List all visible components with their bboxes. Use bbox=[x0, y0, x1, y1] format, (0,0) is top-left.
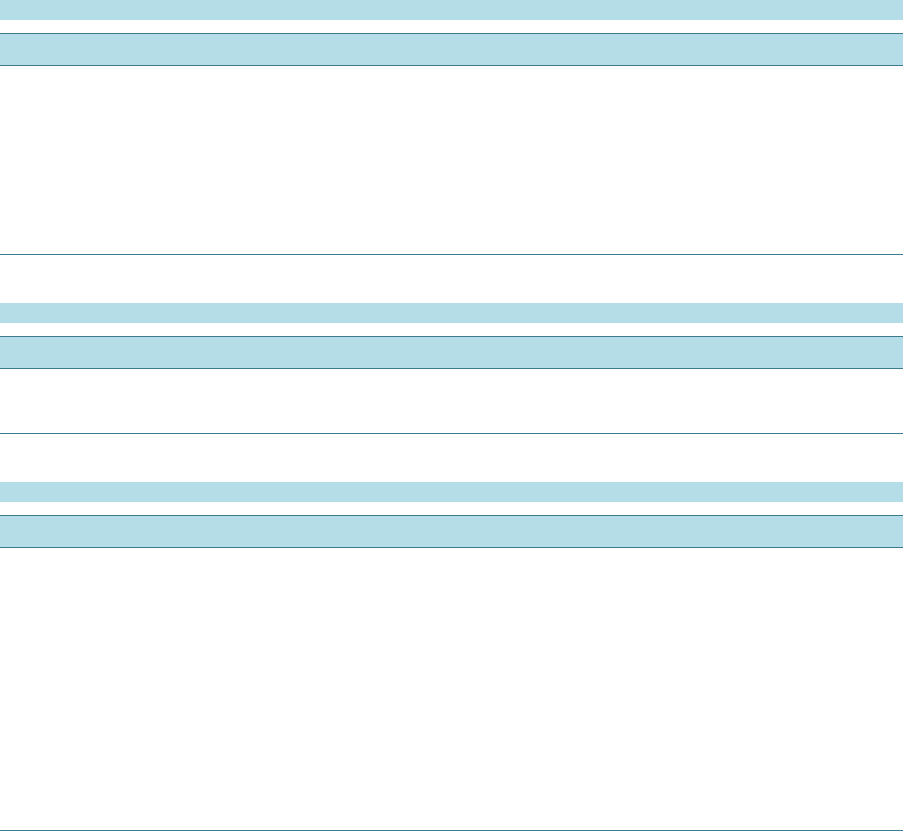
section-3-table-body bbox=[0, 548, 903, 831]
section-2 bbox=[0, 303, 903, 434]
section-3-table-header bbox=[0, 515, 903, 548]
section-2-table-body bbox=[0, 369, 903, 434]
section-1-table-body bbox=[0, 66, 903, 255]
section-1-title-bar bbox=[0, 0, 903, 20]
section-3 bbox=[0, 482, 903, 831]
section-1 bbox=[0, 0, 903, 255]
section-2-title-bar bbox=[0, 303, 903, 323]
section-2-table-header bbox=[0, 336, 903, 369]
section-1-table-header bbox=[0, 33, 903, 66]
section-3-title-bar bbox=[0, 482, 903, 502]
